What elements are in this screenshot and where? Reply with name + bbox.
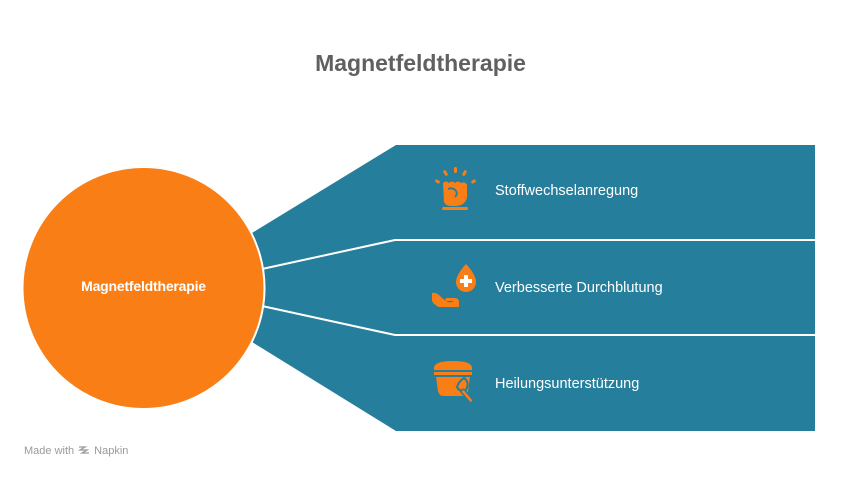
hand-blood-drop-icon: [432, 264, 476, 307]
item-label: Verbesserte Durchblutung: [495, 280, 663, 296]
divider-2: [261, 305, 815, 336]
footer-attribution[interactable]: Made with Napkin: [24, 445, 128, 457]
bandage-bowl-icon: [434, 361, 474, 404]
center-label: Magnetfeldtherapie: [81, 278, 206, 294]
item-label: Heilungsunterstützung: [495, 376, 640, 392]
napkin-logo-icon: [78, 446, 90, 454]
item-label: Stoffwechselanregung: [495, 183, 639, 199]
page-title: Magnetfeldtherapie: [315, 50, 526, 76]
fist-burst-icon: [435, 167, 476, 210]
divider-1: [261, 239, 815, 270]
center-circle[interactable]: [21, 166, 266, 410]
branch-panel: [252, 145, 815, 431]
made-with-text: Made with: [24, 445, 75, 457]
napkin-brand-text: Napkin: [94, 445, 129, 457]
